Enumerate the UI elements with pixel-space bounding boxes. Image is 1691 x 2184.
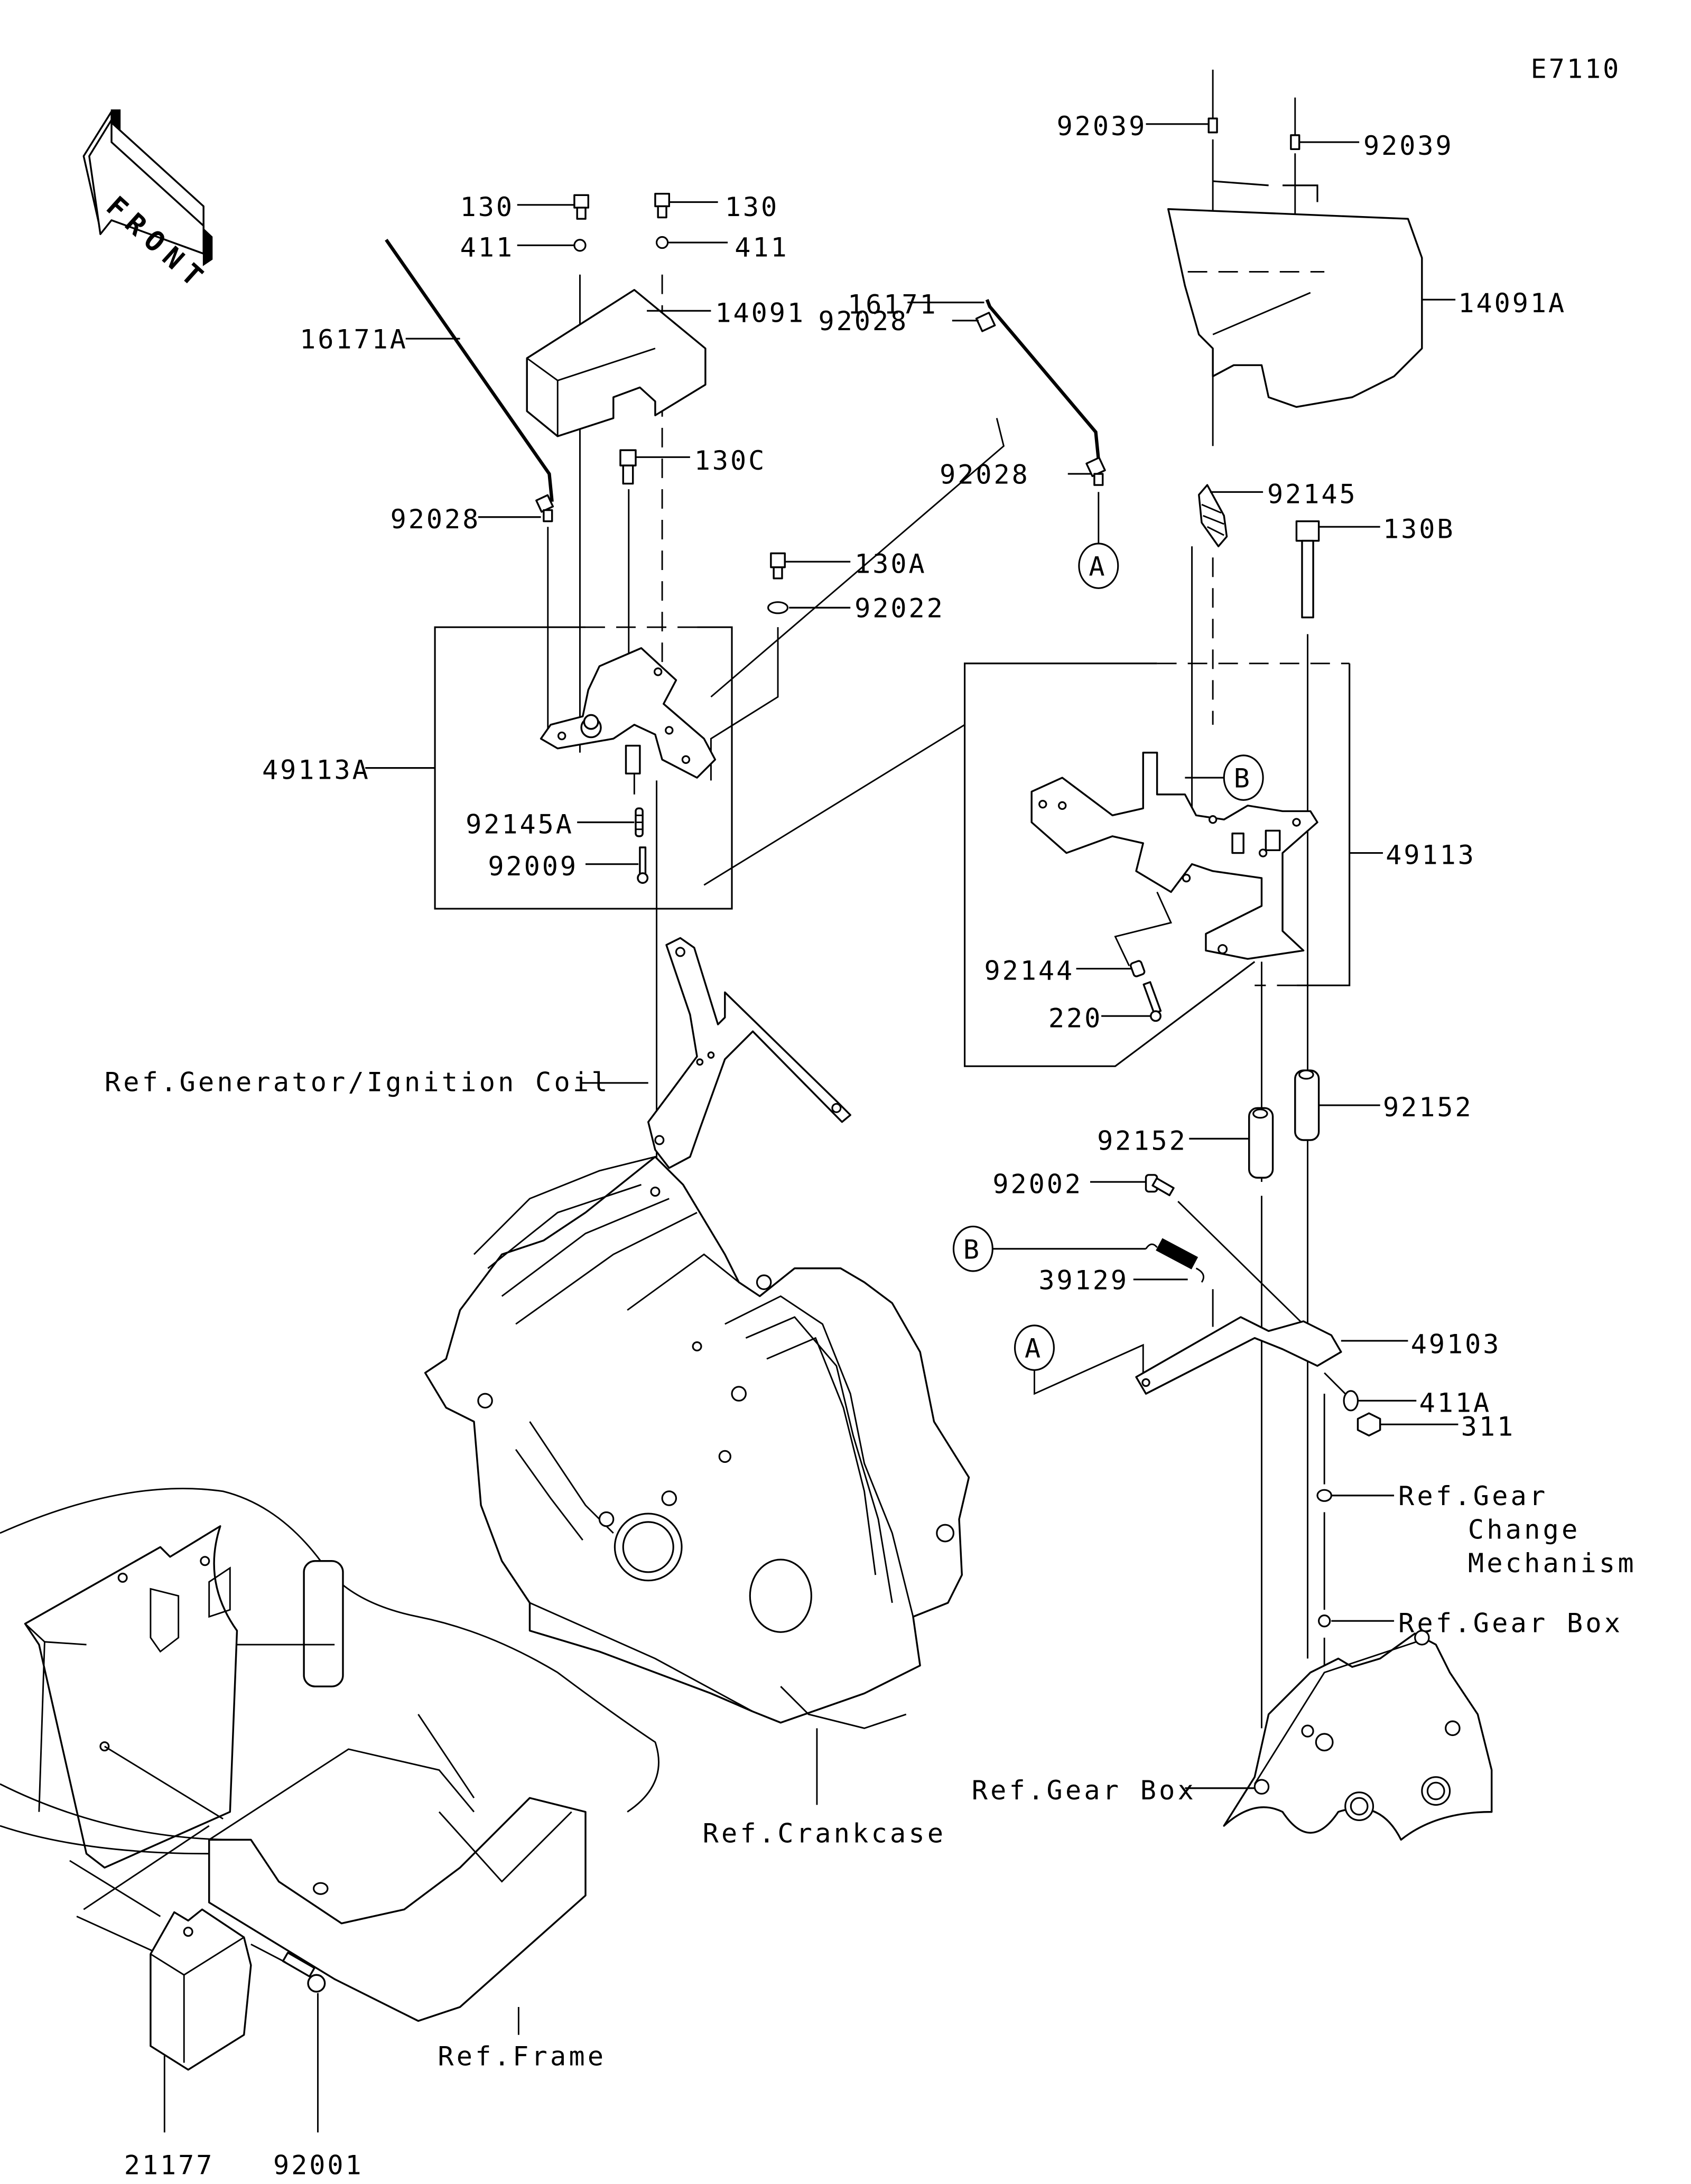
label-49113: 49113 (1386, 839, 1476, 871)
frame (0, 1488, 659, 2022)
callout-b-top-text: B (1234, 763, 1252, 794)
cover-14091[interactable] (526, 289, 707, 437)
callout-a-top (1078, 543, 1119, 589)
bracket-49113[interactable] (1030, 751, 1318, 960)
label-92022: 92022 (854, 593, 945, 624)
label-92028-mid: 92028 (940, 459, 1030, 490)
label-92028-left: 92028 (391, 503, 481, 535)
bracket-49113A[interactable] (540, 647, 717, 779)
lever-49103[interactable] (1135, 1316, 1342, 1395)
ref-generator: Ref.Generator/Ignition Coil (105, 1067, 610, 1098)
washer-411-right[interactable] (655, 236, 669, 249)
spring-39129[interactable] (1145, 1238, 1204, 1283)
label-92001: 92001 (273, 2150, 364, 2181)
washer-411-left[interactable] (573, 239, 587, 252)
label-39129: 39129 (1038, 1264, 1129, 1295)
gear-box (1223, 1630, 1493, 1841)
label-92152-left: 92152 (1097, 1125, 1187, 1156)
label-220: 220 (1048, 1002, 1102, 1033)
screw-220[interactable] (1142, 981, 1162, 1022)
label-92144: 92144 (984, 955, 1074, 986)
label-16171A: 16171A (300, 324, 408, 355)
label-92152-right: 92152 (1383, 1091, 1473, 1123)
clip-92028-mid-top[interactable] (975, 312, 996, 332)
label-411-left: 411 (460, 231, 514, 263)
label-92002: 92002 (992, 1168, 1083, 1199)
label-130-right: 130 (725, 191, 779, 222)
front-arrow-icon: FRONT (82, 109, 215, 298)
label-92039-left: 92039 (1057, 110, 1147, 142)
diagram-code: E7110 (1531, 53, 1621, 85)
nut-gear-box (1318, 1614, 1331, 1628)
screw-92009[interactable] (637, 846, 649, 884)
label-130-left: 130 (460, 191, 514, 222)
label-49103: 49103 (1411, 1329, 1501, 1360)
ref-gear-change-1: Ref.Gear (1398, 1480, 1548, 1511)
rod-16171A[interactable] (385, 238, 554, 502)
clip-92028-mid[interactable] (1085, 456, 1106, 486)
clip-92028-left[interactable] (535, 494, 554, 522)
callout-a-bottom (1014, 1324, 1055, 1371)
ref-frame: Ref.Frame (438, 2041, 606, 2072)
label-92009: 92009 (488, 851, 578, 882)
bolt-130-left[interactable] (573, 194, 589, 220)
rod-16171[interactable] (985, 299, 1100, 460)
spring-92144[interactable] (1130, 960, 1146, 977)
bolt-130-right[interactable] (654, 192, 670, 219)
callout-a-top-text: A (1089, 551, 1107, 582)
spacer-92152-left[interactable] (1248, 1107, 1274, 1179)
bolt-130B[interactable] (1295, 520, 1320, 619)
label-92039-right: 92039 (1363, 130, 1454, 161)
ref-gear-box-lower: Ref.Gear Box (972, 1775, 1196, 1806)
bolt-92001[interactable] (282, 1952, 326, 1993)
label-311: 311 (1461, 1411, 1515, 1442)
label-130B: 130B (1383, 513, 1455, 544)
bolt-130A[interactable] (770, 552, 786, 580)
spring-92145A[interactable] (635, 807, 644, 837)
spring-92145[interactable] (1198, 484, 1228, 547)
label-92028-mid-top: 92028 (819, 305, 909, 337)
spacer-92152-right[interactable] (1294, 1069, 1320, 1141)
bolt-130C[interactable] (619, 449, 637, 485)
cover-14091A[interactable] (1167, 208, 1423, 408)
generator-bracket (647, 937, 851, 1169)
label-92145: 92145 (1267, 478, 1358, 509)
ref-gear-change-3: Mechanism (1468, 1547, 1637, 1579)
label-130C: 130C (694, 445, 767, 476)
bolt-92002[interactable] (1145, 1174, 1175, 1197)
label-411A: 411A (1419, 1387, 1492, 1418)
washer-92022[interactable] (767, 601, 789, 614)
regulator-21177[interactable] (150, 1908, 252, 2071)
pin-92039-left[interactable] (1207, 69, 1218, 134)
nut-311[interactable] (1356, 1412, 1381, 1437)
ref-gear-box-upper: Ref.Gear Box (1398, 1607, 1623, 1638)
label-14091: 14091 (715, 297, 805, 328)
callout-a-bottom-text: A (1025, 1333, 1043, 1364)
callout-b-top (1223, 754, 1264, 801)
washer-gear-change (1316, 1489, 1332, 1502)
label-49113A: 49113A (262, 754, 370, 786)
callout-b-bottom-text: B (963, 1234, 981, 1265)
label-411-right: 411 (735, 231, 788, 263)
ref-crankcase: Ref.Crankcase (703, 1818, 946, 1849)
ref-gear-change-2: Change (1468, 1514, 1581, 1545)
crankcase (424, 1155, 970, 1729)
label-16171: 16171 (848, 289, 938, 320)
label-92145A: 92145A (466, 809, 574, 840)
washer-411A[interactable] (1343, 1390, 1359, 1412)
label-14091A: 14091A (1458, 287, 1566, 319)
label-21177: 21177 (124, 2150, 215, 2181)
pin-92039-right[interactable] (1290, 97, 1300, 150)
